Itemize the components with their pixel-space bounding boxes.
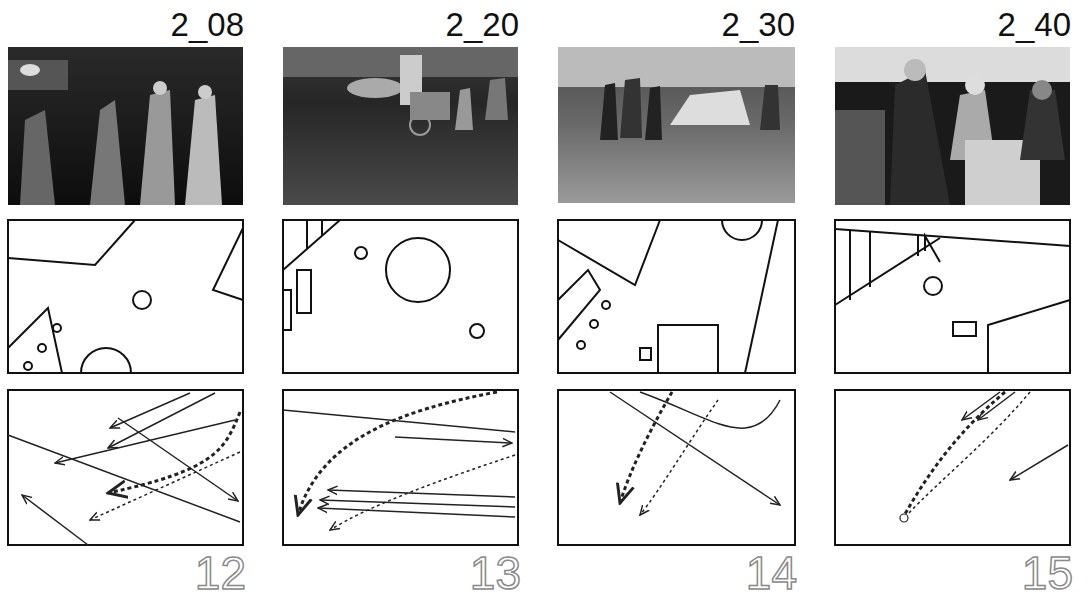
movement-sketch	[558, 390, 795, 545]
movement-sketch	[8, 390, 243, 545]
movement-sketch	[283, 390, 518, 545]
composition-sketch	[283, 220, 518, 373]
composition-sketch	[8, 220, 243, 373]
figure-number: 14	[746, 550, 797, 596]
film-still	[8, 47, 243, 205]
shot-timecode: 2_08	[171, 8, 244, 41]
shot-timecode: 2_20	[446, 8, 519, 41]
movement-sketch	[835, 390, 1070, 545]
film-still	[283, 47, 518, 205]
composition-sketch	[835, 220, 1070, 373]
figure-number: 15	[1022, 550, 1073, 596]
figure-number: 12	[195, 550, 246, 596]
shot-timecode: 2_30	[722, 8, 795, 41]
film-still	[558, 47, 795, 203]
composition-sketch	[558, 220, 795, 373]
shot-timecode: 2_40	[998, 8, 1071, 41]
figure-number: 13	[470, 550, 521, 596]
film-still	[835, 47, 1070, 205]
